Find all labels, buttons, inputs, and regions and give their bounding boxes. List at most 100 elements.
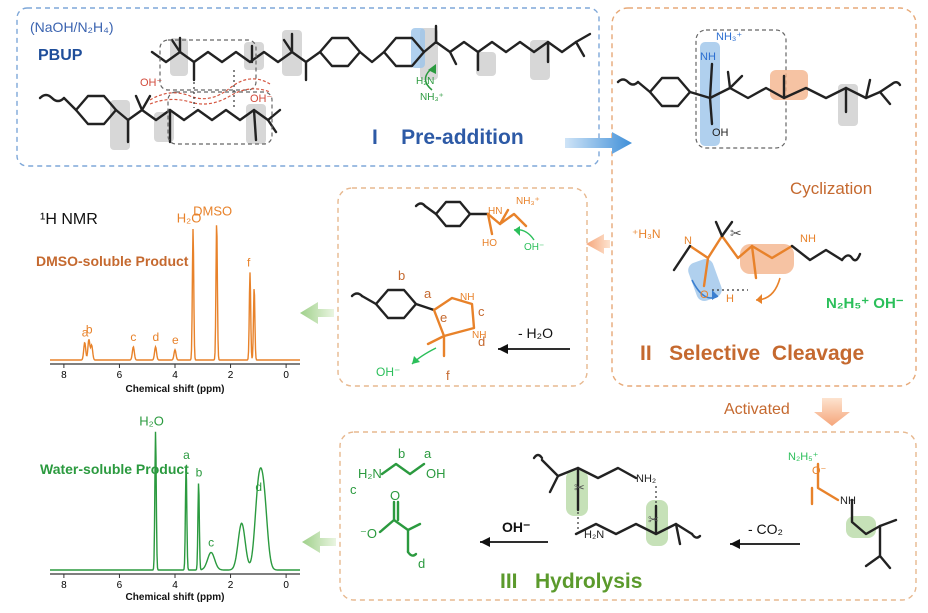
cleavage-amine-label: ⁺H₃N <box>632 227 661 241</box>
hydrolysis-h2n-label: H₂N <box>584 529 604 541</box>
hydroxide-label-right: OH⁻ <box>250 93 273 105</box>
svg-text:✂: ✂ <box>648 512 659 527</box>
nmr-tick-label-water-4: 0 <box>283 580 289 591</box>
arrow-decarboxylation-head <box>730 539 740 549</box>
pbup-structure <box>38 24 592 150</box>
letter-d: d <box>478 334 485 349</box>
nmr-peak-label-dmso-6: H₂O <box>177 211 202 226</box>
cleavage-nh-label: NH <box>800 233 816 245</box>
nmr-xlabel-dmso: Chemical shift (ppm) <box>126 384 225 395</box>
letter-f: f <box>446 368 450 383</box>
nmr-tick-label-water-0: 8 <box>61 580 67 591</box>
arrow-to-pyrazolidine <box>586 234 610 254</box>
arrow-water-loss-head <box>498 344 508 354</box>
letter-b: b <box>398 268 405 283</box>
nmr-peak-label-water-1: a <box>183 448 190 462</box>
nmr-peak-label-dmso-8: f <box>247 255 251 269</box>
nmr-tick-label-water-2: 4 <box>172 580 178 591</box>
step-cleavage-label: II Selective Cleavage <box>640 342 864 365</box>
nmr-tick-label-dmso-2: 4 <box>172 370 178 381</box>
cleavage-n-label: N <box>684 235 692 247</box>
nmr-peak-label-dmso-5: e <box>172 333 179 347</box>
intermediate-oh-label: OH⁻ <box>524 242 544 253</box>
panel-selective-cleavage <box>611 7 917 387</box>
cyclization-title: Cyclization <box>790 179 872 198</box>
pbup-label: PBUP <box>38 47 83 64</box>
ethanolamine-letter-c: c <box>350 482 357 497</box>
co2-loss-label: - CO₂ <box>748 521 783 537</box>
intermediate-structure <box>414 200 535 241</box>
nmr-trace-dmso <box>50 225 300 361</box>
arrow-hydroxide-head <box>480 537 490 547</box>
svg-text:✂: ✂ <box>574 480 585 495</box>
hydrazine-nh2-label: H₂N <box>416 76 434 87</box>
step-preaddition-label: I Pre-addition <box>372 126 524 149</box>
intermediate-ho-label: HO <box>482 238 497 249</box>
water-loss-label: - H₂O <box>518 325 553 341</box>
nmr-xlabel-water: Chemical shift (ppm) <box>126 592 225 603</box>
ethanolamine-structure <box>380 462 426 476</box>
nmr-tick-label-dmso-4: 0 <box>283 370 289 381</box>
cleavage-h-label: H <box>726 293 734 305</box>
carbamate-structure <box>810 462 898 570</box>
water-product-label: Water-soluble Product <box>40 461 189 477</box>
nmr-peak-label-water-5: d <box>255 480 262 494</box>
arrow-to-cyclization <box>565 132 632 154</box>
dmso-product-label: DMSO-soluble Product <box>36 253 189 269</box>
nmr-trace-water <box>50 431 300 571</box>
nmr-peak-label-dmso-0: a <box>82 325 89 339</box>
nmr-spectrum-water: 8 6 4 2 0 H₂O ab c d Chemical shift (ppm) <box>50 413 300 603</box>
nmr-peak-label-dmso-7: DMSO <box>193 203 232 218</box>
cleavage-o-label: O <box>700 289 709 301</box>
ethanolamine-oh-label: OH <box>426 466 446 481</box>
nmr-peak-label-water-0: H₂O <box>139 413 164 428</box>
arrow-to-water-product <box>302 531 336 553</box>
hydrazinium-hydroxide-label: N₂H₅⁺ OH⁻ <box>826 295 904 312</box>
arrow-activated <box>814 398 850 426</box>
step-hydrolysis-label: III Hydrolysis <box>500 570 642 593</box>
nmr-tick-label-water-3: 2 <box>228 580 234 591</box>
intermediate-hn-label: HN <box>488 206 502 217</box>
pyrazolidine-nh-top-label: NH <box>460 292 474 303</box>
letter-a: a <box>424 286 432 301</box>
cyclization-oh-label: OH <box>712 127 729 139</box>
letter-c: c <box>478 304 485 319</box>
letter-e: e <box>440 310 447 325</box>
svg-text:✂: ✂ <box>730 225 742 241</box>
ethanolamine-letter-a: a <box>424 446 432 461</box>
ethanolamine-nh2-label: H₂N <box>358 466 382 481</box>
nmr-peak-label-water-3: c <box>208 535 214 549</box>
carboxylate-o-label: O <box>390 488 400 503</box>
cyclization-nh3-label: NH₃⁺ <box>716 31 742 43</box>
hydroxide-label-left: OH⁻ <box>140 77 163 89</box>
carbamate-ominus-label: O⁻ <box>812 465 827 477</box>
nmr-peak-label-water-2: b <box>196 465 203 479</box>
nmr-peak-label-dmso-1: b <box>86 323 93 337</box>
nmr-tick-label-water-1: 6 <box>117 580 123 591</box>
cyclization-hn-label: NH <box>700 51 716 63</box>
carbamate-nh-label: NH <box>840 495 856 507</box>
panel-hydrolysis <box>339 431 917 601</box>
cleavage-structure: ✂ <box>672 220 862 304</box>
hydroxide-reagent-label: OH⁻ <box>502 519 530 535</box>
arrow-to-dmso-product <box>300 302 334 324</box>
ethanolamine-letter-b: b <box>398 446 405 461</box>
hydrolysis-intermediate: ✂ ✂ <box>532 453 702 546</box>
nmr-tick-label-dmso-0: 8 <box>61 370 67 381</box>
nmr-tick-label-dmso-1: 6 <box>117 370 123 381</box>
nmr-peak-label-dmso-4: d <box>153 330 160 344</box>
pyrazolidine-structure <box>350 288 476 365</box>
nmr-heading: ¹H NMR <box>40 211 98 228</box>
panel-preaddition <box>16 7 600 167</box>
carboxylate-ominus-label: ⁻O <box>360 526 377 541</box>
carboxylate-letter-d: d <box>418 556 425 571</box>
intermediate-nh3-label: NH₃⁺ <box>516 196 540 207</box>
cyclization-structure <box>616 29 902 149</box>
nmr-tick-label-dmso-3: 2 <box>228 370 234 381</box>
pyrazolidine-nh-bottom-label: NH <box>472 330 486 341</box>
nmr-peak-label-dmso-3: c <box>130 330 136 344</box>
carboxylate-structure <box>378 500 422 557</box>
reagent-label: (NaOH/N₂H₄) <box>30 19 113 35</box>
